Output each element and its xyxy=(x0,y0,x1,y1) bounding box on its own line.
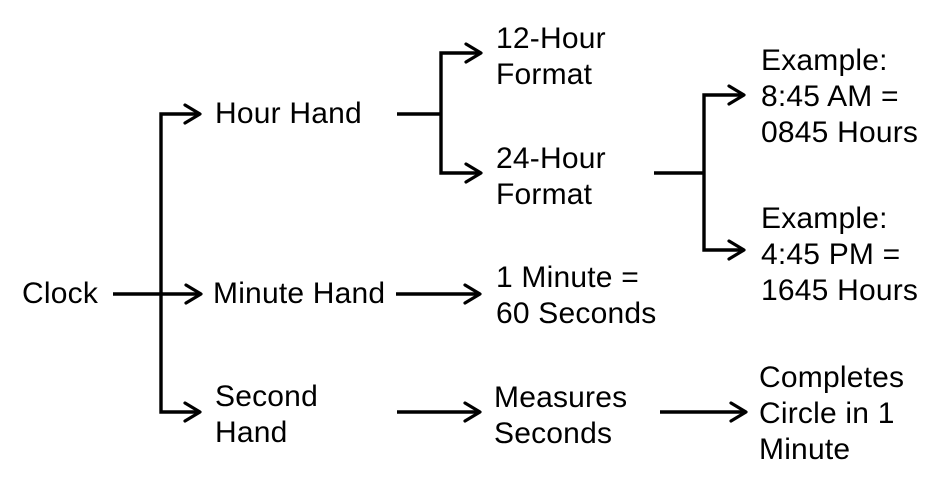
node-24-hour-format: 24-Hour Format xyxy=(496,142,606,211)
connector-clock-to-hour-hand xyxy=(159,103,202,294)
connector-hour-hand-to-12-hour xyxy=(439,42,483,114)
node-minute-equals-seconds: 1 Minute = 60 Seconds xyxy=(496,261,657,330)
node-completes-circle: Completes Circle in 1 Minute xyxy=(759,361,905,466)
connector-clock-to-second-hand xyxy=(159,294,202,423)
node-12-hour-format: 12-Hour Format xyxy=(496,22,606,91)
node-minute-hand: Minute Hand xyxy=(213,277,386,310)
node-clock: Clock xyxy=(22,277,99,310)
node-example-am: Example: 8:45 AM = 0845 Hours xyxy=(761,44,919,149)
node-example-pm: Example: 4:45 PM = 1645 Hours xyxy=(761,202,919,307)
connector-24-hour-to-example-am xyxy=(702,84,746,173)
node-second-hand: Second Hand xyxy=(215,380,318,449)
connector-24-hour-to-example-pm xyxy=(702,173,746,261)
node-measures-seconds: Measures Seconds xyxy=(494,381,628,450)
node-hour-hand: Hour Hand xyxy=(215,97,362,130)
connector-hour-hand-to-24-hour xyxy=(439,114,483,184)
